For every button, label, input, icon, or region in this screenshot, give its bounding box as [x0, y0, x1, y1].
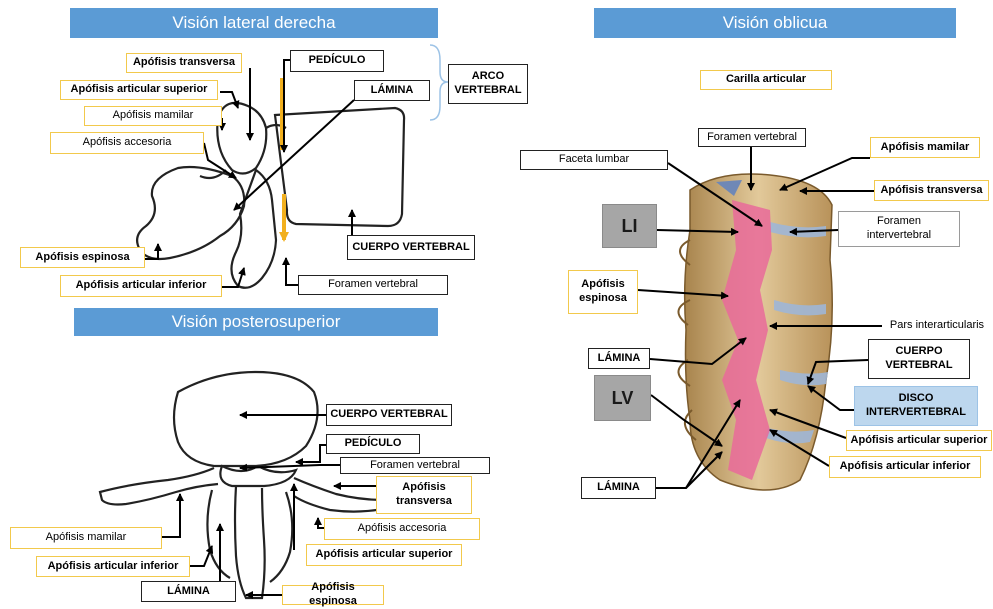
label-foramen-vertebral: Foramen vertebral [298, 275, 448, 295]
label-apofisis-mamilar-ob: Apófisis mamilar [870, 137, 980, 158]
label-cuerpo-vertebral-ob: CUERPO VERTEBRAL [868, 339, 970, 379]
label-apofisis-articular-superior: Apófisis articular superior [60, 80, 218, 100]
header-posterosuperior: Visión posterosuperior [74, 308, 438, 336]
label-cuerpo-vertebral-ps: CUERPO VERTEBRAL [326, 404, 452, 426]
label-apofisis-espinosa: Apófisis espinosa [20, 247, 145, 268]
label-lamina-ob-1: LÁMINA [588, 348, 650, 369]
label-pars-interarticularis: Pars interarticularis [882, 317, 992, 335]
label-foramen-vertebral-ob: Foramen vertebral [698, 128, 806, 147]
label-faceta-lumbar: Faceta lumbar [520, 150, 668, 170]
label-li: LI [602, 204, 657, 248]
label-lv: LV [594, 375, 651, 421]
label-apofisis-espinosa-ps: Apófisis espinosa [282, 585, 384, 605]
label-lamina-ps: LÁMINA [141, 581, 236, 602]
label-apofisis-accesoria: Apófisis accesoria [50, 132, 204, 154]
label-apofisis-articular-superior-ps: Apófisis articular superior [306, 544, 462, 566]
label-cuerpo-vertebral: CUERPO VERTEBRAL [347, 235, 475, 260]
header-oblicua: Visión oblicua [594, 8, 956, 38]
label-apofisis-articular-superior-ob: Apófisis articular superior [846, 430, 992, 451]
label-apofisis-articular-inferior-ps: Apófisis articular inferior [36, 556, 190, 577]
label-lamina: LÁMINA [354, 80, 430, 101]
label-foramen-vertebral-ps: Foramen vertebral [340, 457, 490, 474]
label-apofisis-articular-inferior-ob: Apófisis articular inferior [829, 456, 981, 478]
label-apofisis-accesoria-ps: Apófisis accesoria [324, 518, 480, 540]
label-apofisis-espinosa-ob: Apófisis espinosa [568, 270, 638, 314]
label-carilla-articular: Carilla articular [700, 70, 832, 90]
label-pediculo: PEDÍCULO [290, 50, 384, 72]
label-lamina-ob-2: LÁMINA [581, 477, 656, 499]
label-arco-vertebral: ARCO VERTEBRAL [448, 64, 528, 104]
label-disco-intervertebral: DISCO INTERVERTEBRAL [854, 386, 978, 426]
lateral-vertebra-drawing [137, 103, 404, 288]
label-pediculo-ps: PEDÍCULO [326, 434, 420, 454]
label-apofisis-transversa-ps: Apófisis transversa [376, 476, 472, 514]
label-apofisis-articular-inferior: Apófisis articular inferior [60, 275, 222, 297]
label-apofisis-transversa: Apófisis transversa [126, 53, 242, 73]
label-apofisis-mamilar-ps: Apófisis mamilar [10, 527, 162, 549]
header-lateral: Visión lateral derecha [70, 8, 438, 38]
label-apofisis-mamilar: Apófisis mamilar [84, 106, 222, 126]
label-foramen-intervertebral: Foramen intervertebral [838, 211, 960, 247]
label-apofisis-transversa-ob: Apófisis transversa [874, 180, 989, 201]
